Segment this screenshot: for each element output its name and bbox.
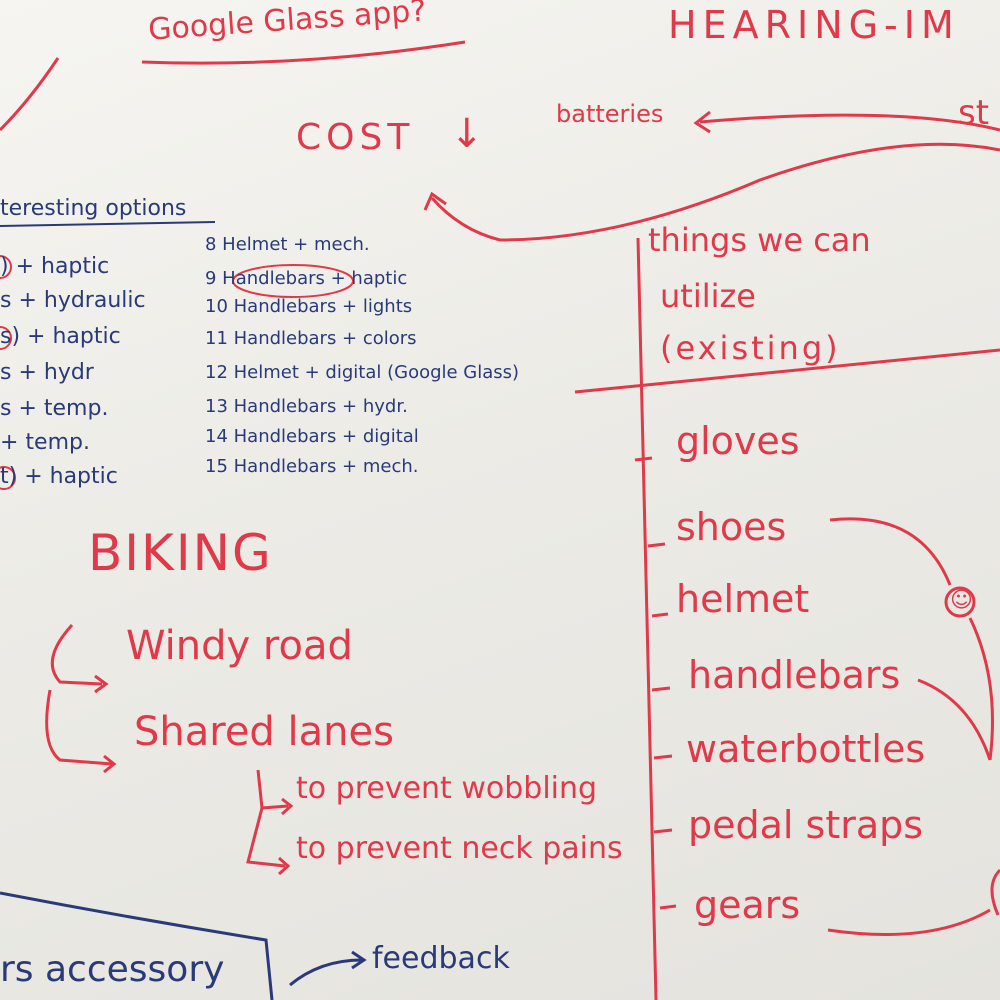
accessory-text: rs accessory xyxy=(0,949,225,990)
windy-arrow xyxy=(50,623,103,686)
corner-stroke xyxy=(0,57,60,132)
title-underline xyxy=(141,40,466,65)
option-item: 14 Handlebars + digital xyxy=(205,426,419,447)
utilize-heading-line2: utilize xyxy=(660,277,756,315)
utilize-heading-line3: (existing) xyxy=(660,329,841,367)
smiley-icon: ☺ xyxy=(950,588,973,613)
shared-arrow xyxy=(45,689,113,766)
batteries-text: batteries xyxy=(556,100,664,128)
list-item: helmet xyxy=(676,577,810,621)
feedback-arrow xyxy=(289,958,363,987)
hearing-text: HEARING-IM xyxy=(668,3,960,47)
shoes-connector xyxy=(829,517,952,586)
vertical-divider xyxy=(636,237,658,1000)
options-heading: teresting options xyxy=(0,196,187,221)
list-item: shoes xyxy=(676,505,787,549)
option-item: 12 Helmet + digital (Google Glass) xyxy=(205,362,520,383)
wobbling-text: to prevent wobbling xyxy=(296,771,598,806)
list-item: handlebars xyxy=(688,653,901,697)
option-item: s + hydraulic xyxy=(0,288,146,313)
cost-label: COST xyxy=(296,117,415,158)
list-item: waterbottles xyxy=(686,727,926,771)
option-item: 8 Helmet + mech. xyxy=(205,234,370,255)
option-item: 9 Handlebars + haptic xyxy=(205,268,408,289)
list-item: gloves xyxy=(676,419,800,463)
batteries-arrow xyxy=(699,113,1000,132)
feedback-text: feedback xyxy=(372,941,510,976)
windy-road-text: Windy road xyxy=(126,623,353,669)
option-item: 15 Handlebars + mech. xyxy=(205,456,419,477)
list-item: gears xyxy=(694,883,801,927)
title-text: Google Glass app? xyxy=(147,0,428,48)
neck-pains-text: to prevent neck pains xyxy=(296,831,623,866)
list-item: pedal straps xyxy=(688,803,924,847)
wobble-arrow xyxy=(256,769,289,810)
options-underline xyxy=(0,221,216,227)
option-item: 13 Handlebars + hydr. xyxy=(205,396,408,417)
option-item: t) + haptic xyxy=(0,464,118,489)
neck-arrow xyxy=(246,807,286,868)
gears-connector xyxy=(827,908,991,936)
option-item: 11 Handlebars + colors xyxy=(205,328,417,349)
biking-title: BIKING xyxy=(88,524,273,582)
cost-edge-text: st xyxy=(958,93,990,133)
handlebars-connector xyxy=(917,678,992,761)
option-item: ) + haptic xyxy=(0,254,110,279)
utilize-heading-line1: things we can xyxy=(648,221,871,259)
option-item: s + hydr xyxy=(0,360,94,385)
option-item: + temp. xyxy=(0,430,90,455)
shared-lanes-text: Shared lanes xyxy=(134,709,394,755)
cost-down-arrow: ↓ xyxy=(450,111,484,157)
option-item: 10 Handlebars + lights xyxy=(205,296,413,317)
option-item: s) + haptic xyxy=(0,324,121,349)
option-item: s + temp. xyxy=(0,396,109,421)
